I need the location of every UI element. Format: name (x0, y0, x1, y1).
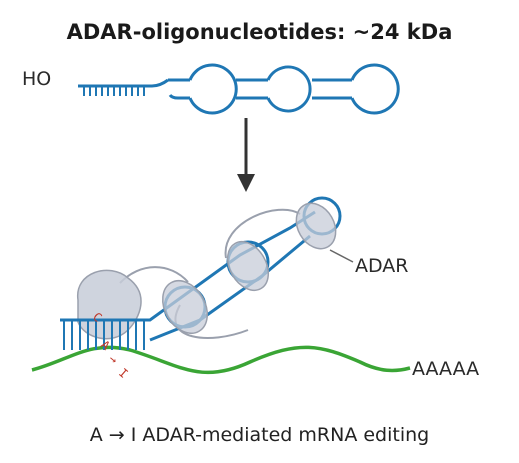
bound-base-ticks (63, 320, 145, 350)
oligo-loop-2 (266, 65, 312, 113)
adar-dsrbd-3 (295, 202, 337, 250)
mrna-strand (31, 345, 411, 375)
oligo-loop-1 (188, 63, 238, 115)
oligo-loop-3 (350, 63, 400, 115)
edit-a-letter: A (98, 338, 113, 354)
caption: A → I ADAR-mediated mRNA editing (89, 424, 430, 446)
edit-arrow: → (106, 352, 121, 367)
adar-leader-line (329, 249, 354, 263)
free-oligonucleotide: HO (22, 63, 400, 115)
polya-label: AAAAA (412, 358, 479, 380)
diagram-title: ADAR-oligonucleotides: ~24 kDa (66, 20, 453, 44)
edit-i-letter: I (116, 366, 131, 381)
oligo-upper-strand (78, 78, 169, 88)
adar-linker-3 (224, 208, 301, 259)
adar-label: ADAR (355, 255, 409, 277)
adar-dsrbd-1 (161, 280, 209, 334)
oligo-base-ticks (83, 86, 145, 96)
adar-dsrbd-2 (226, 241, 270, 291)
ho-label: HO (22, 68, 51, 90)
